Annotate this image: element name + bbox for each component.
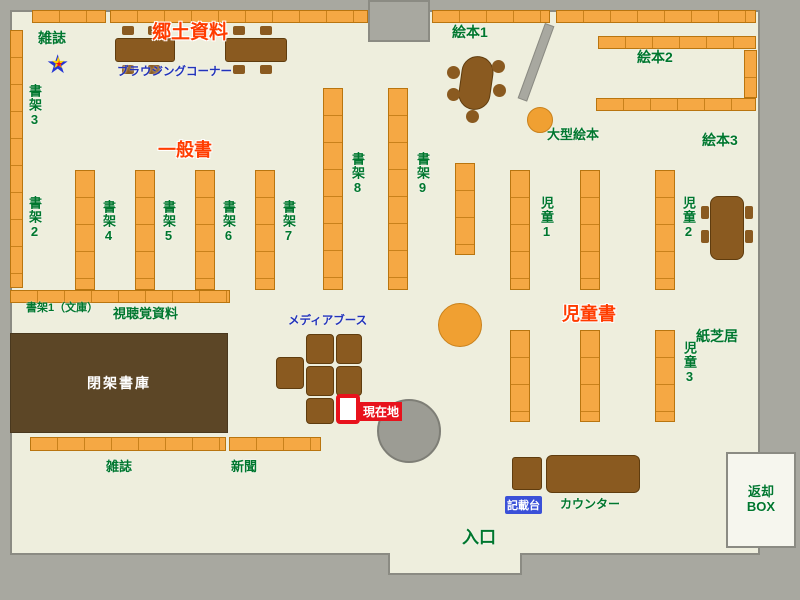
bookshelf-7 (255, 170, 275, 290)
chair (701, 230, 709, 243)
return-box-area: 返却 BOX (726, 452, 796, 548)
bookshelf-9 (388, 88, 408, 290)
local-materials-shelf (110, 10, 368, 23)
stool (447, 66, 460, 79)
magazine-star-icon: ★ ★ ★ (46, 49, 70, 79)
counter-desk (546, 455, 640, 493)
shelf-4-label: 書架4 (100, 200, 116, 244)
chair (745, 206, 753, 219)
picture-book-3-label: 絵本3 (702, 132, 738, 148)
closed-stacks-label: 閉架書庫 (87, 375, 151, 391)
browsing-corner-label: ブラウジングコーナー (117, 66, 232, 78)
right-wall-shelf (744, 50, 757, 98)
magazine-shelf-bottom (30, 437, 226, 451)
browsing-table-1 (115, 38, 175, 62)
children-shelf-mid-b (580, 330, 600, 422)
writing-desk-label: 記載台 (505, 496, 542, 514)
media-booth-seat (306, 398, 334, 424)
shelf-8-label: 書架8 (349, 152, 365, 196)
browsing-table-2 (225, 38, 287, 62)
chair (233, 26, 245, 35)
children-shelf-1b (510, 330, 530, 422)
children-books-label: 児童書 (562, 304, 616, 324)
media-booth-seat (336, 366, 362, 396)
magazines-bottom-label: 雑誌 (106, 459, 133, 474)
children-2-label: 児童2 (680, 196, 696, 240)
shelf-1-bunko-label: 書架1（文庫） (26, 302, 99, 314)
chair (260, 26, 272, 35)
newspaper-label: 新聞 (231, 459, 258, 474)
bookshelf-8 (323, 88, 343, 290)
stool (492, 60, 505, 73)
chair (122, 26, 134, 35)
audio-visual-label: 視聴覚資料 (113, 306, 179, 321)
picture-book-2-shelf (598, 36, 756, 49)
general-books-label: 一般書 (158, 140, 212, 160)
children-1-label: 児童1 (538, 196, 554, 240)
chair (148, 65, 160, 74)
chair (148, 26, 160, 35)
magazines-top-label: 雑誌 (38, 30, 66, 46)
media-booth-seat (336, 334, 362, 364)
shelf-5-label: 書架5 (160, 200, 176, 244)
children-shelf-1a (510, 170, 530, 290)
top-right-shelf (556, 10, 756, 23)
center-small-shelf (455, 163, 475, 255)
chair (122, 65, 134, 74)
large-picture-book-stand (527, 107, 553, 133)
shelf-7-label: 書架7 (280, 200, 296, 244)
closed-stacks: 閉架書庫 (10, 333, 228, 433)
children-round-table (438, 303, 482, 347)
entrance-step (388, 553, 522, 575)
large-picture-book-label: 大型絵本 (547, 127, 600, 142)
chair (260, 65, 272, 74)
kamishibai-label: 紙芝居 (696, 328, 738, 344)
chair (701, 206, 709, 219)
shelf-2-label: 書架2 (26, 196, 42, 240)
media-booth-seat (306, 366, 334, 396)
children-shelf-2 (655, 170, 675, 290)
writing-desk (512, 457, 542, 490)
picture-book-3-shelf (596, 98, 756, 111)
media-booth-label: メディアブース (288, 315, 368, 327)
local-materials-label: 郷土資料 (152, 22, 229, 43)
stool (447, 88, 460, 101)
audio-visual-shelf (10, 290, 230, 303)
picture-book-2-label: 絵本2 (637, 49, 673, 65)
stool (493, 84, 506, 97)
pillar (377, 399, 441, 463)
return-box-label-line1: 返却 (747, 484, 774, 500)
bookshelf-6 (195, 170, 215, 290)
current-location-booth (336, 394, 360, 424)
media-booth-seat (306, 334, 334, 364)
bookshelf-5 (135, 170, 155, 290)
children-table (710, 196, 744, 260)
left-wall-shelf (10, 30, 23, 288)
media-booth-seat (276, 357, 304, 389)
newspaper-shelf (229, 437, 321, 451)
picture-book-1-shelf (432, 10, 550, 23)
stool (466, 110, 479, 123)
picture-book-1-label: 絵本1 (452, 24, 488, 40)
shelf-6-label: 書架6 (220, 200, 236, 244)
children-shelf-mid-a (580, 170, 600, 290)
bookshelf-4 (75, 170, 95, 290)
shelf-9-label: 書架9 (414, 152, 430, 196)
chair (233, 65, 245, 74)
children-3-label: 児童3 (681, 341, 697, 385)
wall-block-top (368, 0, 430, 42)
children-shelf-3 (655, 330, 675, 422)
entrance-label: 入口 (462, 528, 496, 547)
current-location-label: 現在地 (360, 402, 403, 421)
shelf-3-label: 書架3 (26, 84, 42, 128)
chair (745, 230, 753, 243)
counter-label: カウンター (560, 497, 621, 511)
return-box-label-line2: BOX (746, 499, 776, 514)
top-left-shelf (32, 10, 106, 23)
